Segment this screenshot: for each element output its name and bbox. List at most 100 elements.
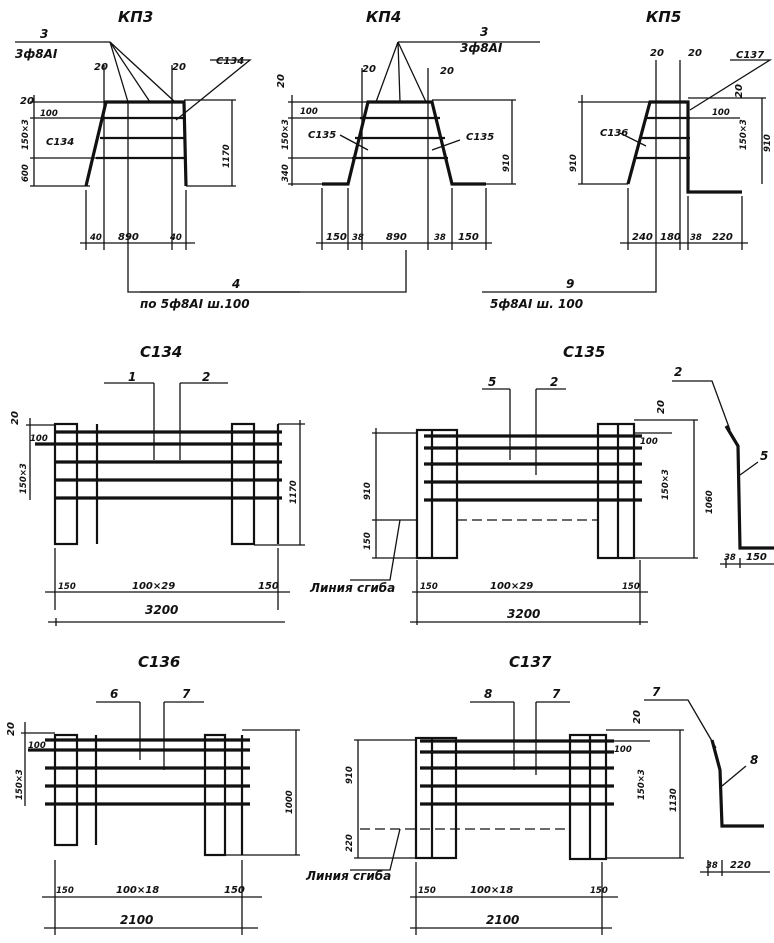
c137-total: 2100 bbox=[486, 913, 519, 927]
kp3-dim-h: 1170 bbox=[222, 144, 232, 168]
kp5-dim-w1: 240 bbox=[632, 232, 653, 243]
c134-d2: 100 bbox=[30, 434, 48, 444]
c135-s2: 100×29 bbox=[490, 581, 533, 592]
kp5-dim-c: 20 bbox=[734, 84, 745, 98]
c134-d3: 150×3 bbox=[19, 463, 29, 494]
c137-h1: 910 bbox=[345, 766, 355, 784]
kp4-callout-num: 3 bbox=[480, 25, 488, 39]
c134-pos2: 2 bbox=[202, 370, 210, 384]
c135-h2: 150 bbox=[363, 532, 373, 550]
c136-s3: 150 bbox=[224, 885, 245, 896]
c137-s2: 100×18 bbox=[470, 885, 513, 896]
c135-side-p2: 5 bbox=[760, 449, 768, 463]
c134-total: 3200 bbox=[145, 603, 178, 617]
c134-s2: 100×29 bbox=[132, 581, 175, 592]
callout-4-spec: по 5ф8АI ш.100 bbox=[140, 297, 250, 311]
c135-bend-label: Линия сгиба bbox=[309, 581, 395, 595]
c136-pos2: 7 bbox=[182, 687, 191, 701]
c137-title: С137 bbox=[509, 653, 552, 671]
kp5-title: КП5 bbox=[646, 8, 681, 26]
kp3-callout-spec: 3ф8АI bbox=[15, 47, 58, 61]
callout-4-num: 4 bbox=[231, 277, 240, 291]
kp3-dim-w3: 40 bbox=[169, 233, 182, 243]
kp3-section: КП3 3 3ф8АI 20 100 С134 150×3 600 1170 bbox=[15, 8, 252, 250]
c135-title: С135 bbox=[563, 343, 605, 361]
c137-bend-label: Линия сгиба bbox=[305, 869, 391, 883]
c134-d1: 20 bbox=[10, 411, 21, 425]
c134-mesh: С134 1 2 20 100 150×3 1170 150 100×29 15… bbox=[10, 343, 305, 626]
c136-s2: 100×18 bbox=[116, 885, 159, 896]
c136-h: 1000 bbox=[285, 790, 295, 814]
c136-title: С136 bbox=[138, 653, 180, 671]
c137-side-p2: 8 bbox=[750, 753, 758, 767]
c136-pos1: 6 bbox=[110, 687, 118, 701]
c135-d3: 150×3 bbox=[661, 469, 671, 500]
kp3-title: КП3 bbox=[118, 8, 153, 26]
c135-s3: 150 bbox=[622, 582, 640, 592]
c137-d2: 100 bbox=[614, 745, 632, 755]
kp4-dim-w2: 38 bbox=[352, 233, 364, 243]
kp3-dim-f: 600 bbox=[21, 164, 31, 182]
c137-side-profile bbox=[710, 739, 764, 828]
c135-total: 3200 bbox=[507, 607, 540, 621]
kp4-dim-w3: 890 bbox=[386, 232, 407, 243]
c136-total: 2100 bbox=[120, 913, 153, 927]
c135-side-w1: 38 bbox=[724, 553, 736, 563]
kp4-mesh-left: С135 bbox=[308, 130, 336, 141]
kp5-dim-w3: 38 bbox=[690, 233, 702, 243]
kp4-section: КП4 3 3ф8АI 20 100 С135 С135 150×3 340 bbox=[276, 8, 540, 250]
kp4-dim-f: 340 bbox=[281, 164, 291, 182]
c134-title: С134 bbox=[140, 343, 182, 361]
kp3-dim-w1: 40 bbox=[89, 233, 102, 243]
c137-h: 1130 bbox=[669, 788, 679, 812]
kp4-frame bbox=[322, 100, 486, 186]
c137-d1: 20 bbox=[632, 710, 643, 724]
c135-s1: 150 bbox=[420, 582, 438, 592]
kp5-frame bbox=[626, 100, 742, 194]
kp3-callout-num: 3 bbox=[40, 27, 48, 41]
c137-pos1: 8 bbox=[484, 687, 492, 701]
c137-side-w1: 38 bbox=[706, 861, 718, 871]
c135-mesh: С135 5 2 20 100 150×3 910 150 106 bbox=[309, 343, 774, 625]
kp3-dim-e: 150×3 bbox=[21, 119, 31, 150]
kp5-section: КП5 20 20 С137 С136 20 100 150×3 910 910… bbox=[569, 8, 773, 250]
c135-pos1: 5 bbox=[488, 375, 496, 389]
c135-pos2: 2 bbox=[550, 375, 558, 389]
kp3-frame bbox=[84, 100, 188, 187]
kp5-dim-h1: 910 bbox=[569, 154, 579, 172]
c135-side-w2: 150 bbox=[746, 552, 767, 563]
c137-side-w2: 220 bbox=[730, 860, 751, 871]
kp4-dim-h: 910 bbox=[502, 154, 512, 172]
c137-s1: 150 bbox=[418, 886, 436, 896]
kp5-dim-b: 20 bbox=[688, 48, 702, 59]
c136-d1: 20 bbox=[6, 722, 17, 736]
kp5-dim-w4: 220 bbox=[712, 232, 733, 243]
kp5-mesh-b: С136 bbox=[600, 128, 628, 139]
c136-mesh: С136 6 7 20 100 150×3 1000 150 100×18 15… bbox=[6, 653, 300, 935]
c136-d2: 100 bbox=[28, 741, 46, 751]
kp5-dim-e: 150×3 bbox=[739, 119, 749, 150]
callout-9-num: 9 bbox=[566, 277, 574, 291]
c137-s3: 150 bbox=[590, 886, 608, 896]
kp5-dim-h2: 910 bbox=[763, 134, 773, 152]
kp4-dim-e: 150×3 bbox=[281, 119, 291, 150]
c134-s3: 150 bbox=[258, 581, 279, 592]
kp4-callout-spec: 3ф8АI bbox=[460, 41, 503, 55]
kp3-mesh-label-2: С134 bbox=[216, 56, 244, 67]
kp3-dim-b: 20 bbox=[94, 62, 108, 73]
callout-9-spec: 5ф8АI ш. 100 bbox=[490, 297, 583, 311]
kp4-dim-c: 20 bbox=[440, 66, 454, 77]
kp4-title: КП4 bbox=[366, 8, 401, 26]
c134-h: 1170 bbox=[289, 480, 299, 504]
kp3-mesh-label: С134 bbox=[46, 137, 74, 148]
kp5-dim-d: 100 bbox=[712, 108, 730, 118]
kp3-dim-w2: 890 bbox=[118, 232, 139, 243]
kp5-dim-w2: 180 bbox=[660, 232, 681, 243]
c136-s1: 150 bbox=[56, 886, 74, 896]
bottom-callouts: 4 по 5ф8АI ш.100 9 5ф8АI ш. 100 bbox=[127, 250, 657, 311]
c137-side-p1: 7 bbox=[652, 685, 661, 699]
kp5-mesh-a: С137 bbox=[736, 50, 764, 61]
kp4-dim-d: 100 bbox=[300, 107, 318, 117]
c135-side-profile bbox=[724, 425, 774, 550]
